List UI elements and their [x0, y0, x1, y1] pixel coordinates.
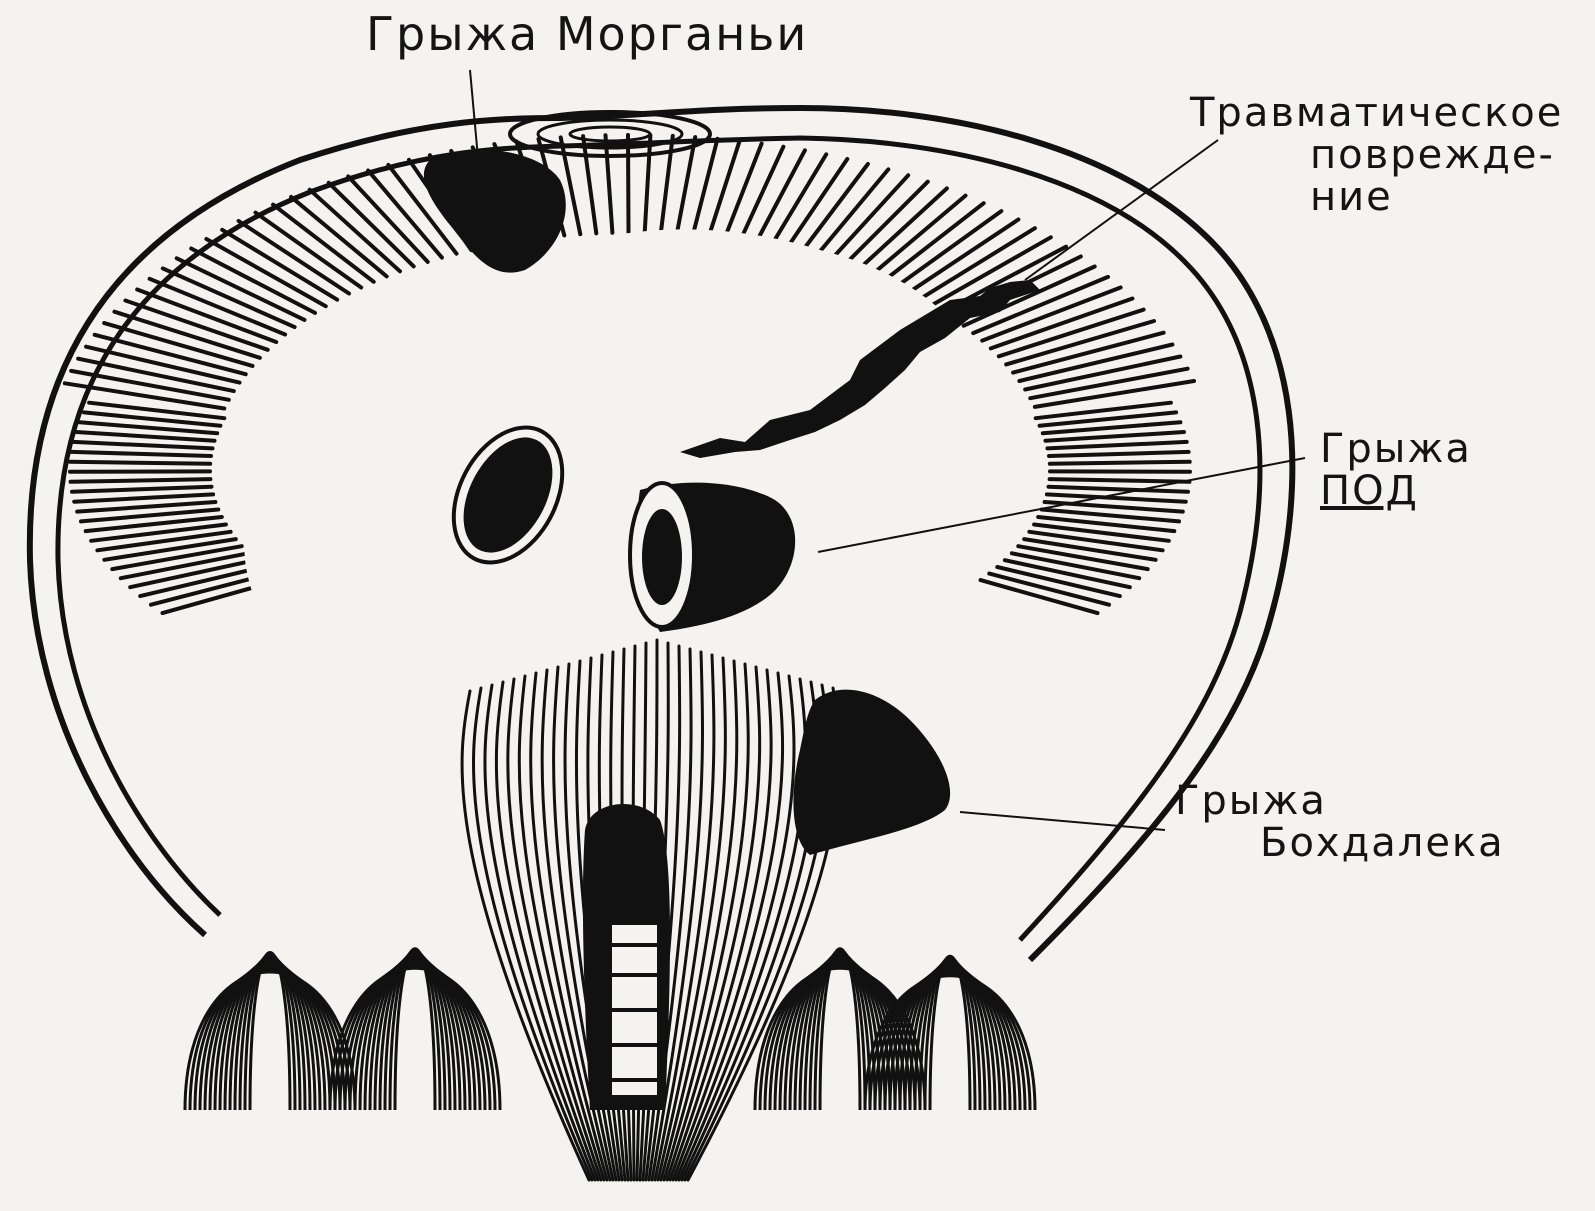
muscle-fiber [1047, 494, 1186, 501]
traumatic-injury-label: Травматическое поврежде- ние [1190, 92, 1563, 218]
muscle-fiber [583, 136, 596, 233]
morgagni-leader-line [470, 70, 478, 158]
muscle-fiber [725, 144, 762, 239]
central-tendon [244, 229, 1005, 700]
aortic-opening [583, 804, 670, 1110]
hiatal-hernia-label-line2: ПОД [1320, 470, 1472, 512]
traumatic-injury-label-line3: ние [1190, 176, 1563, 218]
muscle-fiber [73, 442, 212, 449]
muscle-fiber [348, 176, 428, 262]
muscle-fiber [125, 301, 267, 350]
hiatal-hernia-label-line1: Грыжа [1320, 426, 1472, 472]
hiatal-hernia-label: Грыжа ПОД [1320, 428, 1472, 512]
bochdalek-hernia-label-line2: Бохдалека [1175, 822, 1505, 864]
muscle-fiber [71, 479, 211, 482]
muscle-fiber [830, 175, 908, 261]
muscle-fiber [1050, 462, 1190, 464]
muscle-fiber [1049, 487, 1189, 492]
muscle-fiber [329, 183, 414, 267]
bochdalek-leader-line [960, 812, 1165, 830]
traumatic-injury-label-line1: Травматическое [1190, 90, 1563, 136]
muscle-fiber [1050, 479, 1190, 482]
muscle-fiber [74, 494, 213, 501]
muscle-fiber [645, 135, 651, 232]
muscle-fiber [606, 135, 613, 232]
muscle-fiber [999, 310, 1144, 357]
muscle-fiber [1049, 452, 1189, 456]
muscle-fiber [114, 312, 260, 358]
muscle-fiber [844, 182, 928, 266]
morgagni-hernia-defect [424, 150, 566, 273]
bochdalek-hernia-defect [793, 690, 950, 855]
muscle-fiber [72, 487, 212, 492]
morgagni-hernia-label: Грыжа Морганьи [366, 10, 808, 58]
traumatic-injury-label-line2: поврежде- [1190, 134, 1563, 176]
bochdalek-hernia-label-line1: Грыжа [1175, 778, 1327, 824]
bochdalek-hernia-label: Грыжа Бохдалека [1175, 780, 1505, 864]
muscle-fiber [740, 147, 783, 241]
muscle-fiber [71, 452, 211, 456]
muscle-fiber [628, 135, 629, 233]
muscle-fiber [70, 462, 210, 464]
muscle-fiber [1048, 442, 1187, 449]
